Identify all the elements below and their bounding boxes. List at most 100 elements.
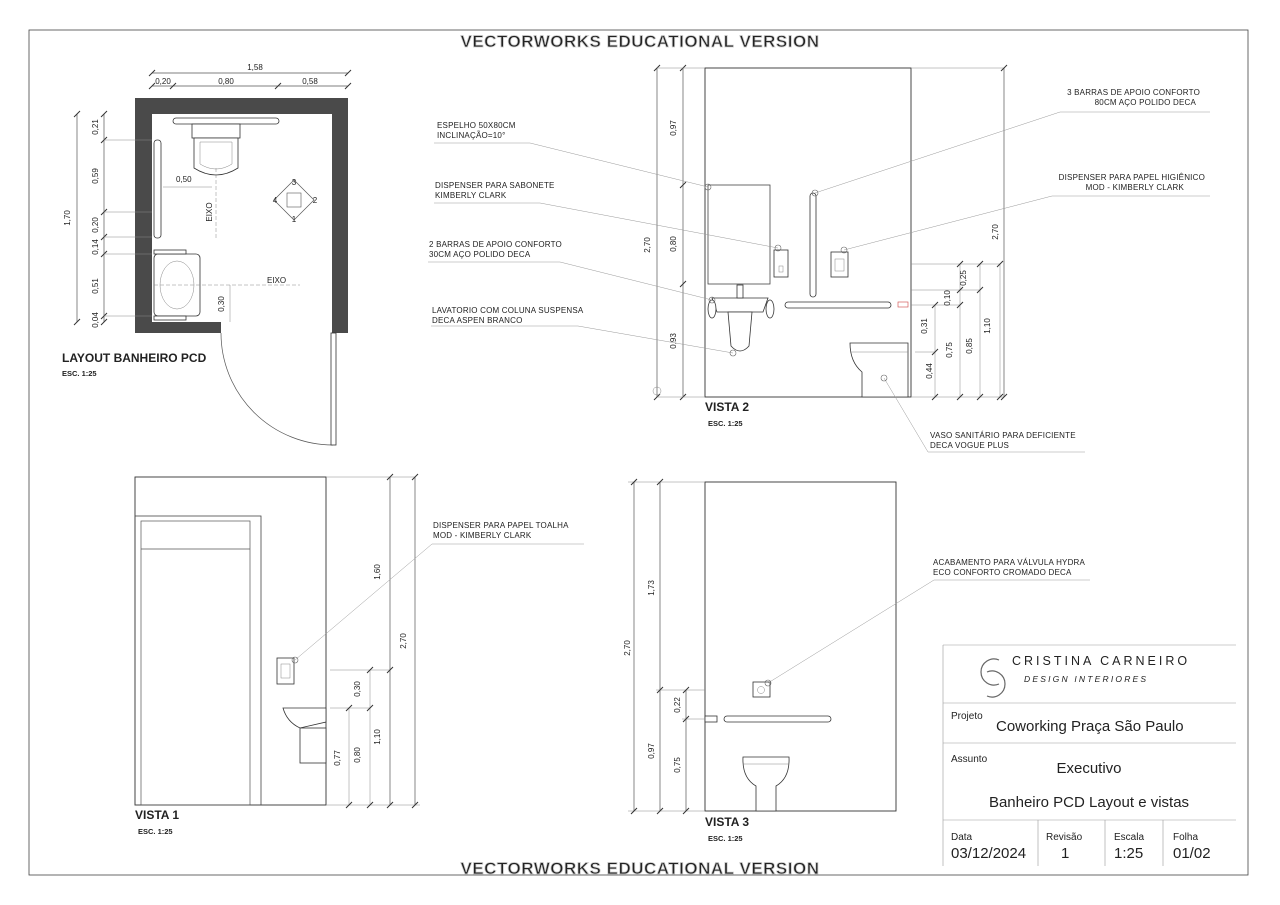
- vista3-elevation: 2,70 1,73 0,22 0,97 0,75 ACABAMENTO PARA…: [623, 478, 1090, 843]
- toilet-paper-dispenser: [830, 251, 849, 278]
- v3-note-1: ACABAMENTO PARA VÁLVULA HYDRA: [933, 558, 1086, 567]
- view-mark-1: 1: [292, 215, 297, 224]
- note-barras3-1: 3 BARRAS DE APOIO CONFORTO: [1067, 88, 1200, 97]
- vista2-elevation: 0,97 2,70 0,80 0,93 2,70 0,31 0,44 0,10 …: [428, 64, 1210, 453]
- dim-h1: 0,21: [91, 119, 100, 135]
- layout-scale: ESC. 1:25: [62, 369, 97, 378]
- wall-bottom: [135, 322, 221, 333]
- v2-dim-093: 0,93: [669, 333, 678, 349]
- dim-w1: 0,20: [155, 77, 171, 86]
- v1-dim-270: 2,70: [399, 633, 408, 649]
- v2-dim-270: 2,70: [643, 237, 652, 253]
- v2-dim-031: 0,31: [920, 318, 929, 334]
- note-vaso-2: DECA VOGUE PLUS: [930, 441, 1009, 450]
- toilet-bowl: [193, 137, 239, 176]
- door-swing: [220, 332, 334, 446]
- sink-side: [282, 707, 327, 729]
- toilet-front: [742, 756, 790, 812]
- grab-bar-vertical: [809, 192, 817, 298]
- vista1-scale: ESC. 1:25: [138, 827, 173, 836]
- assunto-value-1: Executivo: [1056, 760, 1121, 777]
- wall-left: [135, 98, 152, 333]
- sink-elevation: [711, 297, 769, 313]
- note-papel-2: MOD - KIMBERLY CLARK: [1086, 183, 1185, 192]
- soap-dispenser: [773, 249, 789, 278]
- layout-title: LAYOUT BANHEIRO PCD: [62, 351, 207, 365]
- dim-050: 0,50: [176, 175, 192, 184]
- revisao-value: 1: [1061, 845, 1069, 862]
- brand-name: CRISTINA CARNEIRO: [1012, 654, 1190, 668]
- door-leaf: [330, 332, 337, 446]
- v3-dim-075: 0,75: [673, 757, 682, 773]
- assunto-value-2: Banheiro PCD Layout e vistas: [989, 794, 1189, 811]
- grab-bar-horizontal: [784, 301, 892, 309]
- wall-top: [135, 98, 348, 114]
- v2-dim-010: 0,10: [943, 290, 952, 306]
- vista3-wall: [704, 481, 897, 812]
- sink-bar: [153, 249, 187, 255]
- projeto-label: Projeto: [951, 711, 983, 722]
- revisao-label: Revisão: [1046, 832, 1083, 843]
- watermark-bottom: VECTORWORKS EDUCATIONAL VERSION: [461, 859, 820, 878]
- v2-dim-270b: 2,70: [991, 224, 1000, 240]
- v1-dim-110: 1,10: [373, 729, 382, 745]
- v2-dim-075: 0,75: [945, 342, 954, 358]
- toilet-tank: [191, 123, 241, 139]
- v1-dim-077: 0,77: [333, 750, 342, 766]
- view-mark-2: 2: [313, 196, 318, 205]
- view-markers: [273, 179, 315, 221]
- note-sabonete-1: DISPENSER PARA SABONETE: [435, 181, 555, 190]
- vista1-elevation: 1,60 2,70 0,30 1,10 0,77 0,80 DISPENSER …: [134, 473, 584, 836]
- note-barras2-2: 30CM AÇO POLIDO DECA: [429, 250, 531, 259]
- note-barras3-2: 80CM AÇO POLIDO DECA: [1095, 98, 1197, 107]
- eixo-label-horizontal: EIXO: [267, 276, 286, 285]
- towel-dispenser: [276, 657, 295, 685]
- view-mark-4: 4: [273, 196, 278, 205]
- vista2-title: VISTA 2: [705, 400, 749, 414]
- brand-logo-icon: [980, 658, 1006, 698]
- dim-w3: 0,58: [302, 77, 318, 86]
- folha-label: Folha: [1173, 832, 1198, 843]
- dim-h2: 0,59: [91, 168, 100, 184]
- folha-value: 01/02: [1173, 845, 1211, 862]
- note-espelho-2: INCLINAÇÃO=10°: [437, 131, 505, 140]
- dim-total-width: 1,58: [247, 63, 263, 72]
- note-sabonete-2: KIMBERLY CLARK: [435, 191, 507, 200]
- v2-dim-044: 0,44: [925, 363, 934, 379]
- v2-dim-080: 0,80: [669, 236, 678, 252]
- v3-dim-173: 1,73: [647, 580, 656, 596]
- dim-w2: 0,80: [218, 77, 234, 86]
- vista2-scale: ESC. 1:25: [708, 419, 743, 428]
- note-barras2-1: 2 BARRAS DE APOIO CONFORTO: [429, 240, 562, 249]
- view-mark-3: 3: [292, 178, 297, 187]
- grab-bar-left: [153, 139, 162, 239]
- eixo-label-vertical: EIXO: [205, 202, 214, 221]
- layout-plan: EIXO EIXO 0,50 0,30 3 2 1 4 1,58 0,20 0,…: [62, 63, 352, 446]
- dim-h5: 0,51: [91, 278, 100, 294]
- watermark-top: VECTORWORKS EDUCATIONAL VERSION: [461, 32, 820, 51]
- grab-bar-v3: [723, 715, 832, 723]
- grab-bar-top: [172, 117, 280, 125]
- data-value: 03/12/2024: [951, 845, 1026, 862]
- title-block: CRISTINA CARNEIRO DESIGN INTERIORES Proj…: [942, 644, 1236, 866]
- sheet-border: [28, 29, 1249, 876]
- v2-dim-025: 0,25: [959, 270, 968, 286]
- vista3-title: VISTA 3: [705, 815, 749, 829]
- dim-h6: 0,04: [91, 312, 100, 328]
- wall-bottom-right: [336, 322, 348, 333]
- note-vaso-1: VASO SANITÁRIO PARA DEFICIENTE: [930, 431, 1076, 440]
- dim-h4: 0,14: [91, 239, 100, 255]
- assunto-label: Assunto: [951, 754, 988, 765]
- escala-value: 1:25: [1114, 845, 1143, 862]
- v1-dim-080: 0,80: [353, 747, 362, 763]
- toilet-elevation: [849, 342, 909, 398]
- dim-030: 0,30: [217, 296, 226, 312]
- vista3-scale: ESC. 1:25: [708, 834, 743, 843]
- note-papel-1: DISPENSER PARA PAPEL HIGIÊNICO: [1059, 173, 1205, 182]
- v2-dim-110: 1,10: [983, 318, 992, 334]
- door-frame: [134, 515, 262, 806]
- v1-dim-030: 0,30: [353, 681, 362, 697]
- v2-dim-085: 0,85: [965, 338, 974, 354]
- v3-dim-270: 2,70: [623, 640, 632, 656]
